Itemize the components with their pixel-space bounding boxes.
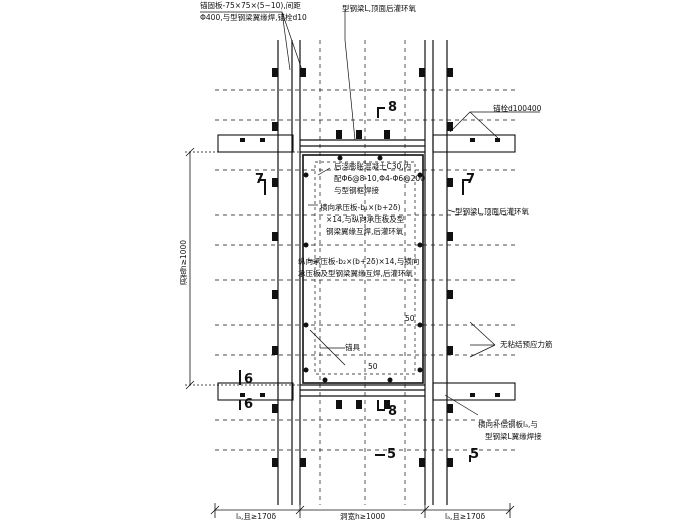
transverse-plate-label: 横向承压板-b₁×(b+2δ): [320, 203, 401, 212]
transverse-plate-label-3: 钢梁翼缘互焊,后灌环氧: [326, 227, 404, 236]
section-mark-right-7: 7: [466, 172, 476, 187]
bottom-dimension: [210, 503, 515, 518]
section-mark-left-6: 6: [244, 372, 254, 387]
post-pour-concrete-label: 后浇膨胀混凝土C30,内: [334, 162, 412, 171]
dimension-50-a: 50: [405, 314, 415, 323]
anchor-bolt-right-label: 锚栓d100400: [493, 104, 542, 113]
section-mark-left-5: 5: [387, 447, 397, 462]
anchor-plate-label: 锚固板-75×75×(5~10),间距: [200, 1, 301, 10]
slab-grid-horizontal: [215, 89, 515, 451]
transverse-plate-label-2: ×14,与纵向承压板及型: [326, 215, 405, 224]
bottom-transverse-beam: [300, 384, 425, 397]
post-pour-zone: [314, 161, 416, 375]
post-pour-concrete-label-2: 配Φ6@8-10,Φ4-Φ6@200: [334, 174, 425, 183]
steel-beam-top-label: 型钢梁L,顶面后灌环氧: [342, 4, 417, 13]
transverse-stiffener-label: 横向补偿钢板lₐ,与: [478, 420, 538, 429]
longitudinal-plate-label-2: 承压板及型钢梁翼缘互焊,后灌环氧: [298, 269, 413, 278]
longitudinal-plate-label: 纵向承压板-b₂×(b+2δ)×14,与横向: [298, 257, 420, 266]
section-mark-top-8: 8: [388, 100, 398, 115]
section-mark-right-5: 5: [470, 447, 480, 462]
vertical-dimension: [185, 147, 300, 390]
section-mark-bottom-8: 8: [388, 404, 398, 419]
bottom-dimension-right: lₐ,且≥170δ: [445, 512, 486, 521]
section-mark-left-7: 7: [255, 172, 265, 187]
steel-beam-mid-label: 型钢梁L,顶面后灌环氧: [455, 207, 530, 216]
bottom-dimension-left: lₐ,且≥170δ: [236, 512, 277, 521]
opening-frame: [302, 154, 424, 384]
edge-anchors: [303, 155, 423, 383]
dimension-50-b: 50: [368, 362, 378, 371]
slab-grid-vertical: [319, 40, 406, 505]
section-cuts: [239, 107, 471, 462]
no-bond-tendon-label: 无粘结预应力筋: [500, 340, 553, 349]
bottom-dimension-mid: 洞宽h≥1000: [340, 512, 386, 521]
leader-lines: [200, 10, 540, 416]
left-steel-beam: [277, 40, 301, 505]
right-steel-beam: [424, 40, 448, 505]
corner-detail: [309, 329, 346, 366]
section-mark-right-6: 6: [244, 397, 254, 412]
post-pour-concrete-label-3: 与型钢框焊接: [334, 186, 379, 195]
transverse-stiffener-label-2: 型钢梁L翼缘焊接: [485, 432, 542, 441]
vertical-dimension-label: 洞宽h≥1000: [179, 240, 188, 286]
anchor-plate-label-2: Φ400,与型钢梁翼缘焊,锚栓d10: [200, 13, 307, 22]
anchor-plates: [240, 68, 500, 467]
compensating-plates: [217, 134, 516, 401]
top-transverse-beam: [300, 139, 425, 153]
anchor-label: 锚具: [345, 343, 360, 352]
